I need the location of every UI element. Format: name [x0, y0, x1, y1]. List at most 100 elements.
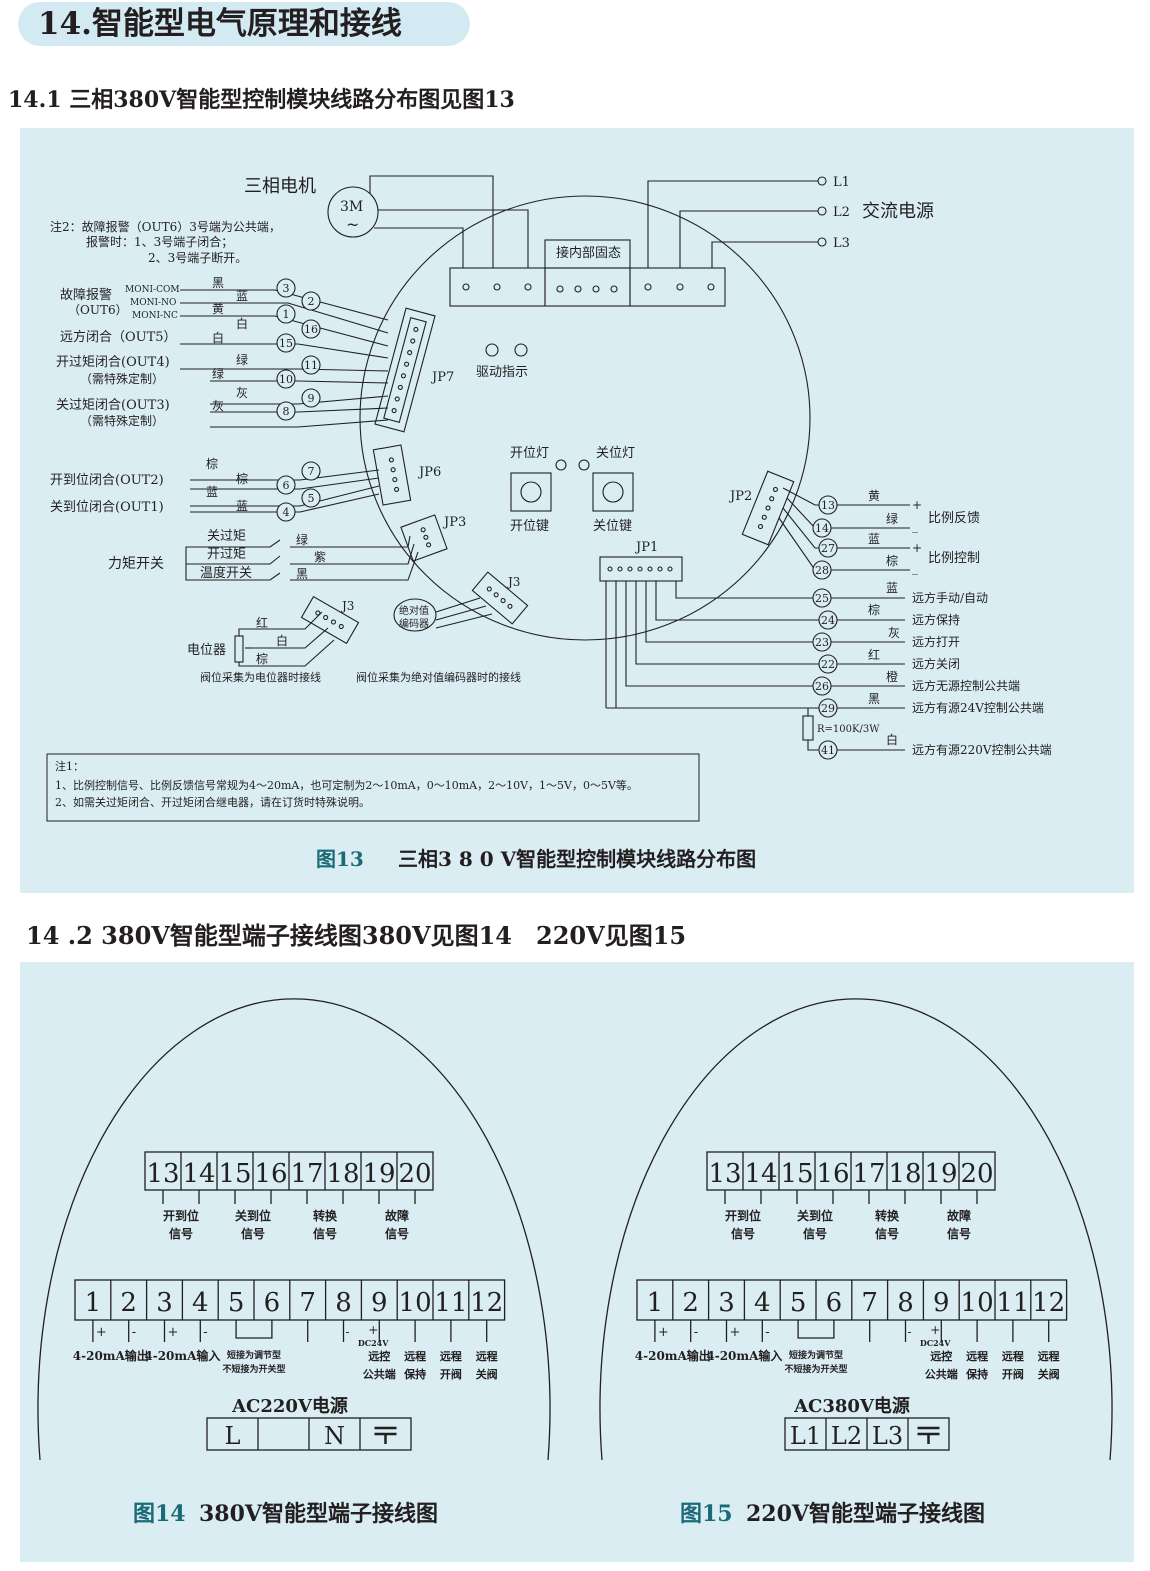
remote-label: 远控 [368, 1349, 390, 1363]
terminal-14: 14 [182, 1159, 215, 1189]
top-group-label: 开到位 [163, 1208, 199, 1223]
power-terminal: L1 [790, 1422, 821, 1450]
short-note: 不短接为开关型 [222, 1363, 285, 1375]
open-lamp-label: 开位灯 [510, 446, 549, 461]
l3-label: L3 [833, 236, 850, 251]
short-note: 不短接为开关型 [784, 1363, 847, 1375]
top-group-label: 信号 [313, 1226, 337, 1241]
note1-line2: 1、比例控制信号、比例反馈信号常规为4～20mA，也可定制为2～10mA，0～1… [55, 778, 638, 792]
top-group-label: 转换 [875, 1208, 900, 1223]
polarity-sign: + [168, 1325, 179, 1340]
subsection-14-2-title: 14 .2 380V智能型端子接线图380V见图14 220V见图15 [26, 921, 687, 950]
fig13-dynamic-labels: 32116151110987654黑蓝黄白白绿绿灰灰棕棕蓝蓝绿紫黑红白棕1314… [206, 276, 1052, 757]
terminal-11: 11 [996, 1288, 1029, 1318]
polarity-sign: - [346, 1325, 350, 1339]
left-wire-color: 绿 [236, 352, 248, 367]
fig15-caption-number: 图15 [680, 1501, 733, 1527]
right-terminal-41: 41 [821, 744, 835, 757]
terminal-20: 20 [960, 1159, 993, 1189]
left-wire-color: 灰 [236, 386, 248, 400]
terminal-11: 11 [434, 1288, 467, 1318]
top-group-label: 故障 [385, 1208, 409, 1223]
polarity-sign: + [96, 1325, 107, 1340]
note1-box [46, 753, 700, 822]
power-terminal: L2 [831, 1422, 862, 1450]
right-wire-color: 蓝 [868, 532, 880, 546]
terminal-6: 6 [826, 1288, 843, 1318]
jp1-label: JP1 [634, 540, 658, 555]
left-wire-color: 黑 [212, 276, 224, 290]
close-key-label: 关位键 [593, 519, 632, 534]
fig14-dome [37, 998, 551, 1461]
power-terminal: L [225, 1422, 241, 1450]
left-terminal-1: 1 [283, 308, 290, 321]
left-terminal-3: 3 [283, 282, 290, 295]
left-terminal-8: 8 [283, 405, 290, 418]
abs-encoder-label-1: 绝对值 [399, 604, 429, 617]
note2-line3: 2、3号端子断开。 [148, 250, 247, 265]
figure-13-panel [20, 128, 1134, 893]
motor-symbol [327, 186, 379, 238]
encoder-note: 阀位采集为绝对值编码器时的接线 [356, 670, 521, 684]
polarity-sign: + [912, 498, 922, 512]
top-group-label: 信号 [731, 1226, 755, 1241]
torque-wire-color: 紫 [314, 550, 326, 564]
terminal-10: 10 [961, 1288, 994, 1318]
open-pos-label: 开到位闭合(OUT2) [50, 473, 164, 488]
top-group-label: 信号 [803, 1226, 827, 1241]
terminal-8: 8 [335, 1288, 352, 1318]
fault-alarm-label: 故障报警 [60, 287, 112, 303]
l2-label: L2 [833, 205, 850, 220]
short-note: 短接为调节型 [789, 1349, 843, 1361]
right-wire-color: 绿 [886, 511, 898, 526]
resistor-label: R=100K/3W [817, 724, 880, 735]
right-terminal-13: 13 [821, 499, 835, 512]
fig14-caption: 380V智能型端子接线图 [199, 1501, 438, 1527]
right-terminal-26: 26 [815, 680, 829, 693]
polarity-sign: + [912, 541, 922, 555]
remote-label: 开阀 [1002, 1367, 1024, 1381]
top-group-label: 信号 [875, 1226, 899, 1241]
terminal-17: 17 [290, 1159, 323, 1189]
terminal-20: 20 [398, 1159, 431, 1189]
jp7-label: JP7 [430, 370, 454, 385]
remote-signal-label: 远方关闭 [912, 656, 960, 671]
open-key-label: 开位键 [510, 519, 549, 534]
inner-relay-label: 接内部固态 [556, 245, 621, 261]
open-over-label: 开过矩 [207, 547, 246, 562]
polarity-sign: + [658, 1325, 669, 1340]
left-terminal-4: 4 [283, 506, 290, 519]
terminal-2: 2 [682, 1288, 699, 1318]
left-wire-color: 白 [236, 316, 248, 331]
left-terminal-15: 15 [279, 337, 293, 350]
left-terminal-10: 10 [279, 373, 293, 386]
terminal-4: 4 [754, 1288, 771, 1318]
note1-line1: 注1： [55, 759, 84, 773]
ac-power-label: 交流电源 [862, 201, 934, 222]
right-terminal-14: 14 [815, 522, 829, 535]
jp6-label: JP6 [417, 465, 441, 480]
polarity-sign: - [132, 1325, 136, 1340]
moni-no-label: MONI-NO [130, 298, 176, 308]
close-lamp-label: 关位灯 [596, 446, 635, 461]
top-group-label: 转换 [313, 1208, 338, 1223]
terminal-7: 7 [299, 1288, 316, 1318]
torque-wire-color: 黑 [296, 567, 308, 581]
short-note: 短接为调节型 [227, 1349, 281, 1361]
right-terminal-24: 24 [821, 614, 835, 627]
remote-label: 远程 [476, 1349, 498, 1363]
out6-label: （OUT6） [68, 303, 128, 317]
polarity-sign: + [930, 1323, 940, 1337]
left-terminal-circles [276, 278, 321, 522]
torque-switch-label: 力矩开关 [108, 556, 164, 572]
terminal-18: 18 [888, 1159, 921, 1189]
pot-wire-color: 棕 [256, 651, 268, 666]
right-wire-color: 红 [868, 647, 880, 662]
close-pos-label: 关到位闭合(OUT1) [50, 500, 164, 515]
remote-label: 远程 [1002, 1349, 1024, 1363]
section-title: 14.智能型电气原理和接线 [18, 2, 470, 46]
right-terminal-22: 22 [821, 658, 835, 671]
remote-label: 保持 [965, 1367, 988, 1381]
